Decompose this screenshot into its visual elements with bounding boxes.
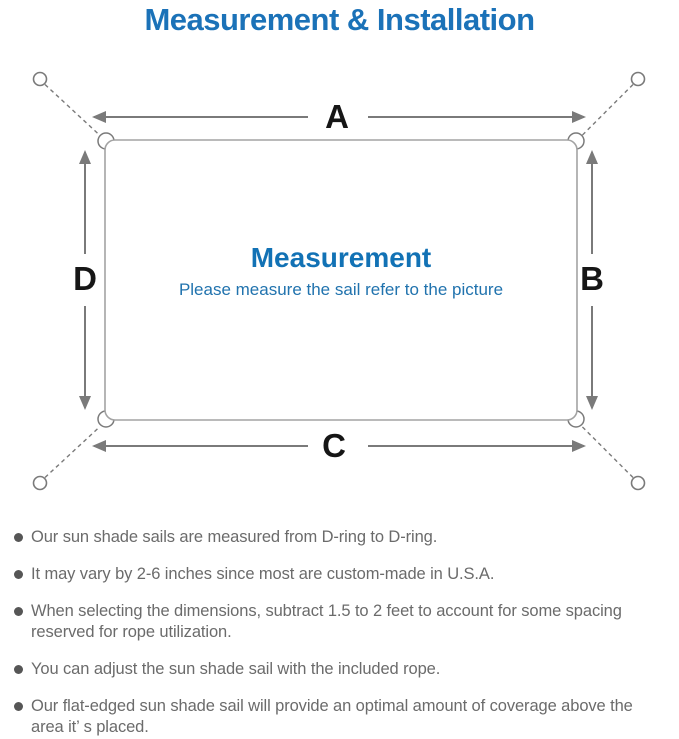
note-text: You can adjust the sun shade sail with t… [31, 660, 441, 678]
center-subheading: Please measure the sail refer to the pic… [179, 280, 503, 299]
bullet-icon [14, 665, 23, 674]
anchor-point-icon [32, 475, 48, 491]
dim-label-d: D [73, 260, 97, 297]
note-text: It may vary by 2-6 inches since most are… [31, 565, 495, 583]
tension-line-icon [44, 425, 101, 479]
bullet-icon [14, 570, 23, 579]
anchor-points [32, 71, 646, 491]
tension-line-icon [581, 426, 634, 478]
list-item: When selecting the dimensions, subtract … [12, 601, 668, 643]
list-item: Our flat-edged sun shade sail will provi… [12, 696, 668, 738]
tension-line-icon [581, 84, 634, 136]
dim-label-b: B [580, 260, 604, 297]
bullet-icon [14, 702, 23, 711]
center-heading: Measurement [251, 242, 432, 273]
dim-label-a: A [325, 98, 349, 135]
note-text: Our flat-edged sun shade sail will provi… [31, 697, 633, 736]
sail-outline [104, 139, 578, 421]
list-item: Our sun shade sails are measured from D-… [12, 527, 668, 548]
sail-measurement-diagram: A C D B Measurement Please measure the s… [32, 71, 646, 491]
tension-line-icon [44, 83, 101, 137]
anchor-point-icon [630, 71, 646, 87]
tension-lines [44, 83, 634, 479]
anchor-point-icon [32, 71, 48, 87]
note-text: Our sun shade sails are measured from D-… [31, 528, 438, 546]
note-text: When selecting the dimensions, subtract … [31, 602, 622, 641]
anchor-point-icon [630, 475, 646, 491]
bullet-icon [14, 533, 23, 542]
page-title: Measurement & Installation [144, 2, 535, 37]
notes-list: Our sun shade sails are measured from D-… [12, 527, 668, 739]
list-item: You can adjust the sun shade sail with t… [12, 659, 668, 680]
list-item: It may vary by 2-6 inches since most are… [12, 564, 668, 585]
dim-label-c: C [322, 427, 346, 464]
bullet-icon [14, 607, 23, 616]
